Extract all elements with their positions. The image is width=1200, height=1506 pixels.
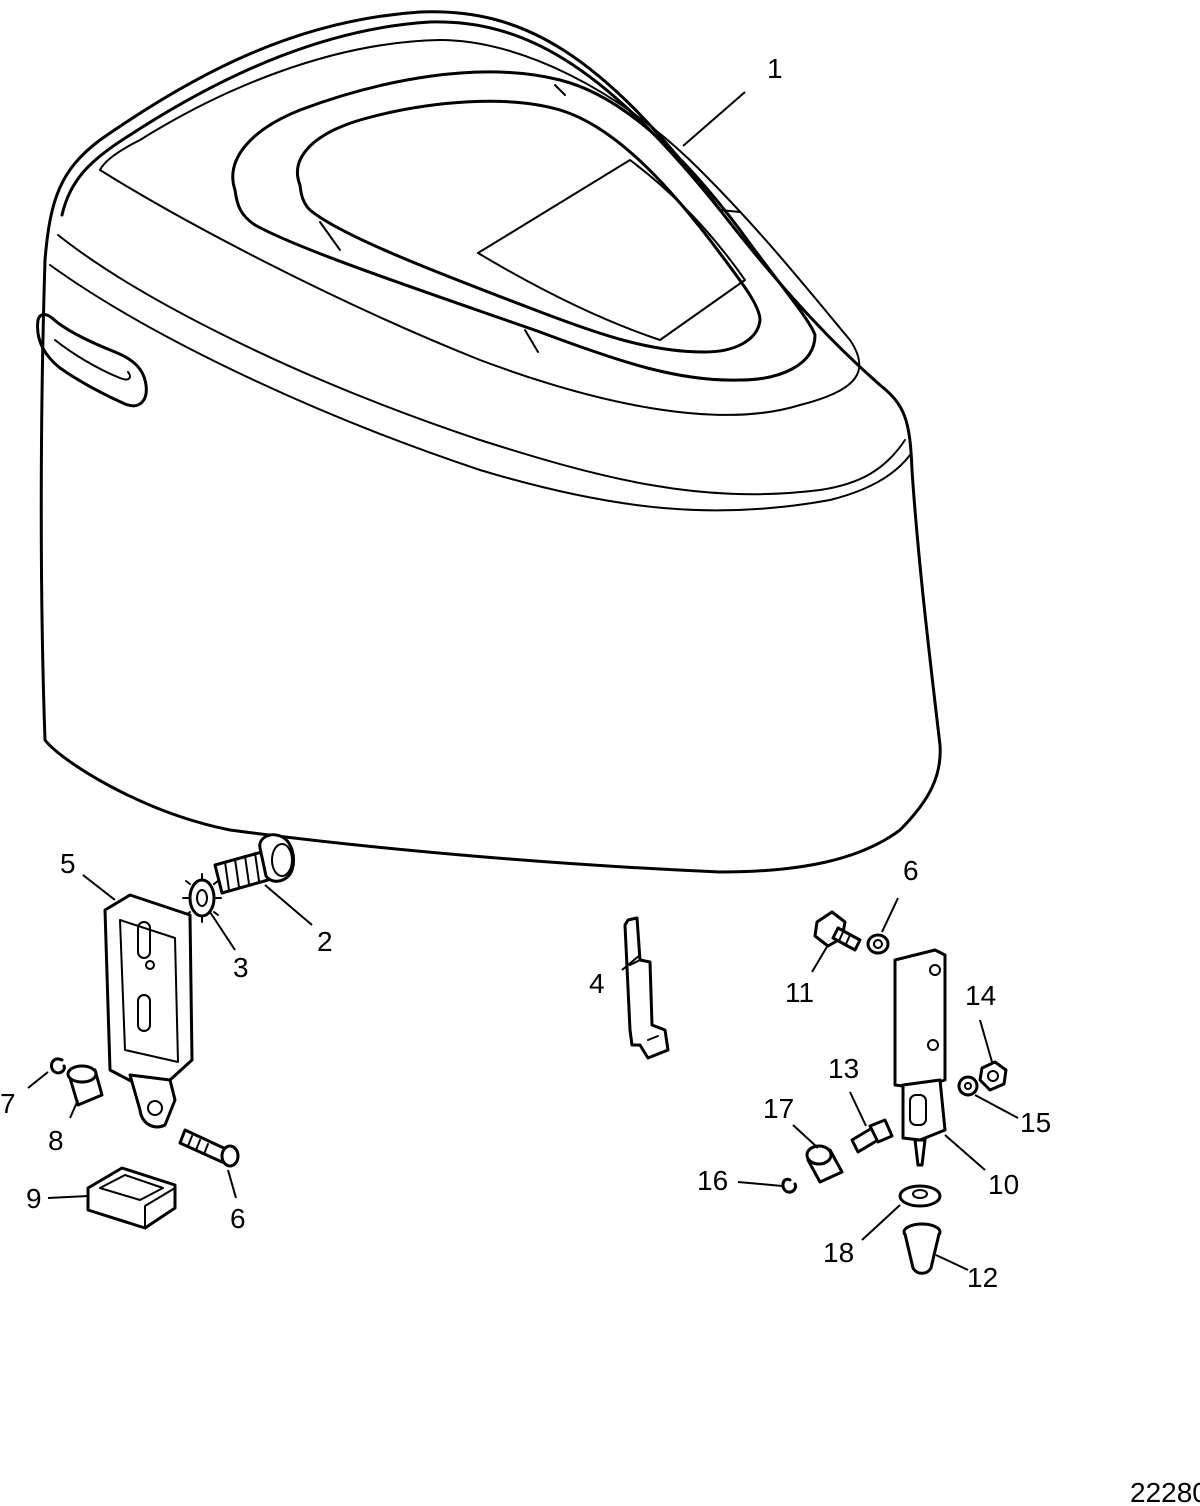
- cowl-part: [36, 10, 942, 874]
- leader-12: [935, 1254, 969, 1271]
- leader-6-left: [227, 1169, 237, 1199]
- leader-14: [979, 1019, 993, 1063]
- pin-part-6-left: [178, 1128, 240, 1168]
- callout-6-right: 6: [903, 855, 919, 886]
- leader-10: [944, 1134, 986, 1171]
- callout-13: 13: [828, 1053, 859, 1084]
- bolt-part-2: [213, 833, 295, 895]
- callout-labels: 1 2 3 4 5 6 7 8 9 6 10 11 12 13 14 15 16…: [0, 53, 1051, 1293]
- pad-part-9: [86, 1166, 177, 1230]
- leader-5: [82, 874, 116, 901]
- spacer-part-8: [66, 1064, 104, 1107]
- bumper-part-12: [902, 1222, 942, 1275]
- leader-8: [69, 1099, 79, 1119]
- callout-12: 12: [967, 1262, 998, 1293]
- callout-7: 7: [0, 1088, 16, 1119]
- leader-3: [209, 911, 236, 951]
- callout-8: 8: [48, 1125, 64, 1156]
- callout-18: 18: [823, 1237, 854, 1268]
- grommet-part-18: [898, 1184, 942, 1208]
- leader-18: [861, 1204, 901, 1241]
- callout-16: 16: [697, 1165, 728, 1196]
- bushing-part-17: [805, 1144, 844, 1184]
- callout-15: 15: [1020, 1107, 1051, 1138]
- callout-6-left: 6: [230, 1203, 246, 1234]
- callout-11: 11: [785, 977, 814, 1008]
- figure-id: 22280: [1130, 1477, 1200, 1506]
- bracket-clip-part-4: [623, 916, 670, 1060]
- hinge-arm-part-10: [893, 948, 947, 1167]
- callout-4: 4: [589, 968, 605, 999]
- callout-14: 14: [965, 980, 996, 1011]
- star-washer-part-3: [182, 873, 222, 923]
- callout-9: 9: [26, 1183, 42, 1214]
- leader-9: [47, 1195, 89, 1199]
- callout-2: 2: [317, 926, 333, 957]
- bolt-part-11: [813, 910, 862, 952]
- leader-2: [264, 884, 313, 926]
- callout-5: 5: [60, 848, 76, 879]
- shoulder-pin-part-13: [850, 1118, 894, 1154]
- e-clip-part-7: [50, 1057, 66, 1075]
- leader-15: [974, 1094, 1019, 1119]
- leader-17: [792, 1124, 819, 1149]
- leader-6-right: [881, 897, 899, 933]
- washer-part-15: [957, 1075, 979, 1097]
- callout-10: 10: [988, 1169, 1019, 1200]
- nut-part-14: [978, 1060, 1008, 1092]
- callout-17: 17: [763, 1093, 794, 1124]
- e-clip-part-16: [781, 1177, 797, 1194]
- leader-16: [737, 1181, 783, 1187]
- bracket-part-5: [103, 893, 194, 1129]
- leader-13: [849, 1091, 867, 1127]
- callout-1: 1: [767, 53, 783, 84]
- leader-11: [811, 944, 829, 973]
- washer-part-6-right: [866, 933, 890, 955]
- leader-7: [27, 1071, 49, 1089]
- leader-1: [682, 91, 746, 147]
- callout-3: 3: [233, 952, 249, 983]
- leader-4: [621, 954, 641, 971]
